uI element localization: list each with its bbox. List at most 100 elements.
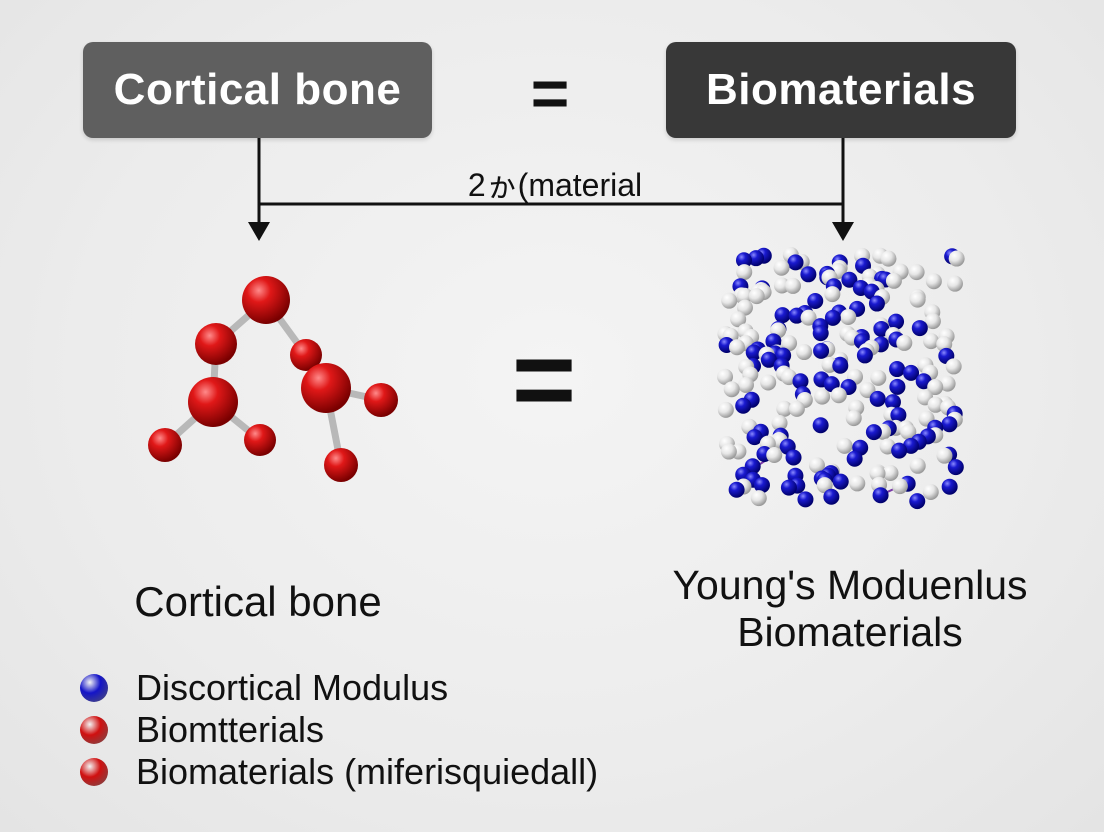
atom [788, 400, 805, 417]
left-arrow-head [248, 222, 270, 241]
atom [736, 299, 753, 316]
legend-item-label: Discortical Modulus [136, 667, 449, 708]
atom [909, 291, 926, 308]
atom [823, 488, 840, 505]
atom [729, 339, 746, 356]
legend-blue-dot-icon [80, 674, 108, 702]
legend-item-label: Biomaterials (miferisquiedall) [136, 751, 599, 792]
atom [750, 490, 767, 507]
atom [947, 459, 964, 476]
atom [364, 383, 398, 417]
atom [800, 266, 817, 283]
atom [746, 429, 763, 446]
atom [948, 250, 965, 267]
atom [760, 351, 777, 368]
right-arrow-head [832, 222, 854, 241]
atom [889, 361, 906, 378]
atom [717, 401, 734, 418]
atom [816, 477, 833, 494]
atom [721, 292, 738, 309]
atom [924, 313, 941, 330]
atom [774, 307, 791, 324]
atom [748, 250, 765, 267]
atom [781, 335, 798, 352]
atom [748, 288, 765, 305]
atom [780, 479, 797, 496]
atom [927, 379, 944, 396]
atom [872, 487, 889, 504]
atom [936, 336, 953, 353]
legend-red-dot-icon [80, 758, 108, 786]
biomaterials-caption-line2: Biomaterials [737, 609, 963, 656]
atom [797, 491, 814, 508]
atom [824, 309, 841, 326]
atom [776, 400, 793, 417]
atom [760, 374, 777, 391]
atom [841, 271, 858, 288]
atom [784, 277, 801, 294]
atom [814, 388, 831, 405]
atom [941, 416, 958, 433]
atom [849, 475, 866, 492]
atom [728, 481, 745, 498]
atom [832, 473, 849, 490]
atom [896, 334, 913, 351]
legend-item-label: Biomtterials [136, 709, 325, 750]
atom [736, 264, 753, 281]
equals-sign-top: = [530, 56, 570, 130]
cortical-bone-caption: Cortical bone [134, 578, 382, 625]
atom [936, 447, 953, 464]
atom [730, 311, 747, 328]
atom [840, 308, 857, 325]
atom [922, 483, 939, 500]
atom [911, 320, 928, 337]
atom [813, 342, 830, 359]
atom [908, 264, 925, 281]
atom [188, 377, 238, 427]
atom [773, 259, 790, 276]
atom [891, 442, 908, 459]
atom [807, 292, 824, 309]
atom [812, 325, 829, 342]
atom [884, 394, 901, 411]
legend: Discortical Modulus Biomtterials Biomate… [80, 667, 598, 793]
atom [873, 320, 890, 337]
legend-item: Biomtterials [80, 709, 598, 751]
atom [870, 369, 887, 386]
biomaterials-caption: Young's Moduenlus Biomaterials [630, 562, 1070, 656]
cortical-bone-molecule [148, 276, 398, 482]
atom [939, 375, 956, 392]
atom [909, 493, 926, 510]
atom [785, 449, 802, 466]
atom [771, 414, 788, 431]
atom [856, 347, 873, 364]
atom [148, 428, 182, 462]
biomaterials-box-label: Biomaterials [705, 65, 977, 114]
atom [946, 275, 963, 292]
cortical-bone-box: Cortical bone [83, 42, 432, 138]
atom [824, 286, 841, 303]
atom [301, 363, 351, 413]
atom [903, 364, 920, 381]
legend-item: Discortical Modulus [80, 667, 598, 709]
atom [787, 254, 804, 271]
atom [832, 357, 849, 374]
atom [717, 368, 734, 385]
atom [788, 307, 805, 324]
atom [290, 339, 322, 371]
atom [735, 252, 752, 269]
atom [927, 396, 944, 413]
atom [923, 333, 940, 350]
atom [753, 477, 770, 494]
atom [796, 344, 813, 361]
atom [900, 423, 917, 440]
atom [891, 478, 908, 495]
atom [242, 276, 290, 324]
atom [745, 344, 762, 361]
atom [882, 465, 899, 482]
biomaterials-molecule-cluster [717, 247, 965, 510]
atom [890, 407, 907, 424]
atom [869, 390, 886, 407]
